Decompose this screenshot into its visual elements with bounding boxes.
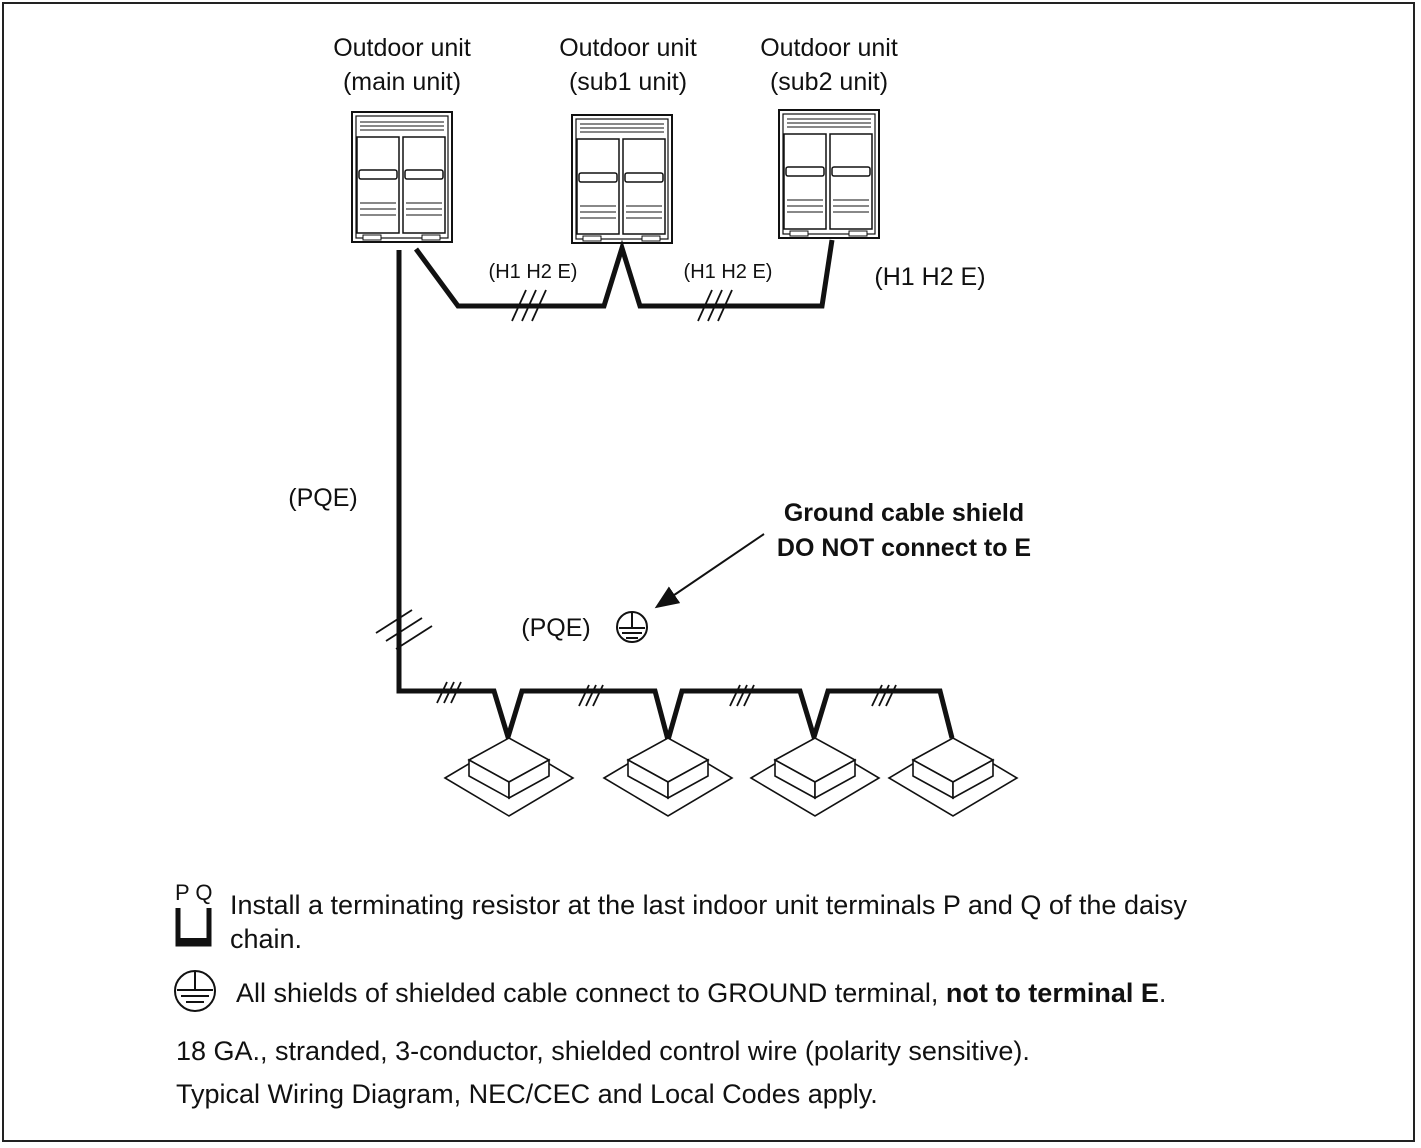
outdoor-sub2-title: Outdoor unit	[760, 34, 898, 62]
pqe-main-label: (PQE)	[288, 484, 357, 512]
codes-note: Typical Wiring Diagram, NEC/CEC and Loca…	[176, 1079, 878, 1109]
outdoor-unit-sub2-icon	[778, 109, 880, 239]
ground-note-bold: not to terminal E	[945, 978, 1159, 1008]
pqe-indoor-label: (PQE)	[521, 614, 590, 642]
outdoor-sub1-subtitle: (sub1 unit)	[569, 68, 687, 96]
pqe-indoor-wiring	[396, 250, 955, 750]
outdoor-main-title: Outdoor unit	[333, 34, 471, 62]
outdoor-sub1-title: Outdoor unit	[559, 34, 697, 62]
ground-note: All shields of shielded cable connect to…	[236, 976, 1166, 1010]
h1h2e-label-2: (H1 H2 E)	[684, 261, 773, 283]
resistor-pq-label: P Q	[175, 880, 213, 905]
indoor-cassette-icon	[887, 737, 1019, 817]
resistor-note-line-1: Install a terminating resistor at the la…	[230, 890, 1187, 920]
indoor-cassette-icon	[602, 737, 734, 817]
ground-note-suffix: .	[1158, 978, 1167, 1008]
outdoor-main-subtitle: (main unit)	[343, 68, 461, 96]
wire-tick-marks-indoor	[375, 609, 897, 707]
indoor-cassette-icon	[443, 737, 575, 817]
outdoor-h1h2e-wiring	[413, 239, 835, 309]
h1h2e-label-3: (H1 H2 E)	[874, 263, 985, 291]
callout-line-1: Ground cable shield	[784, 499, 1024, 527]
outdoor-sub2-subtitle: (sub2 unit)	[770, 68, 888, 96]
terminating-resistor-icon	[175, 908, 212, 947]
ground-legend-icon	[174, 970, 216, 1012]
callout-arrow	[654, 533, 765, 609]
resistor-note-line-2: chain.	[230, 924, 303, 954]
outdoor-unit-sub1-icon	[571, 114, 673, 244]
indoor-cassette-icon	[749, 737, 881, 817]
h1h2e-label-1: (H1 H2 E)	[489, 261, 578, 283]
outdoor-unit-main-icon	[351, 111, 453, 243]
ground-symbol-icon	[616, 611, 648, 643]
ground-note-text: All shields of shielded cable connect to…	[236, 978, 939, 1008]
wire-spec-note: 18 GA., stranded, 3-conductor, shielded …	[176, 1036, 1030, 1066]
wire-tick-marks-outdoor	[511, 289, 733, 322]
callout-line-2: DO NOT connect to E	[777, 534, 1031, 562]
